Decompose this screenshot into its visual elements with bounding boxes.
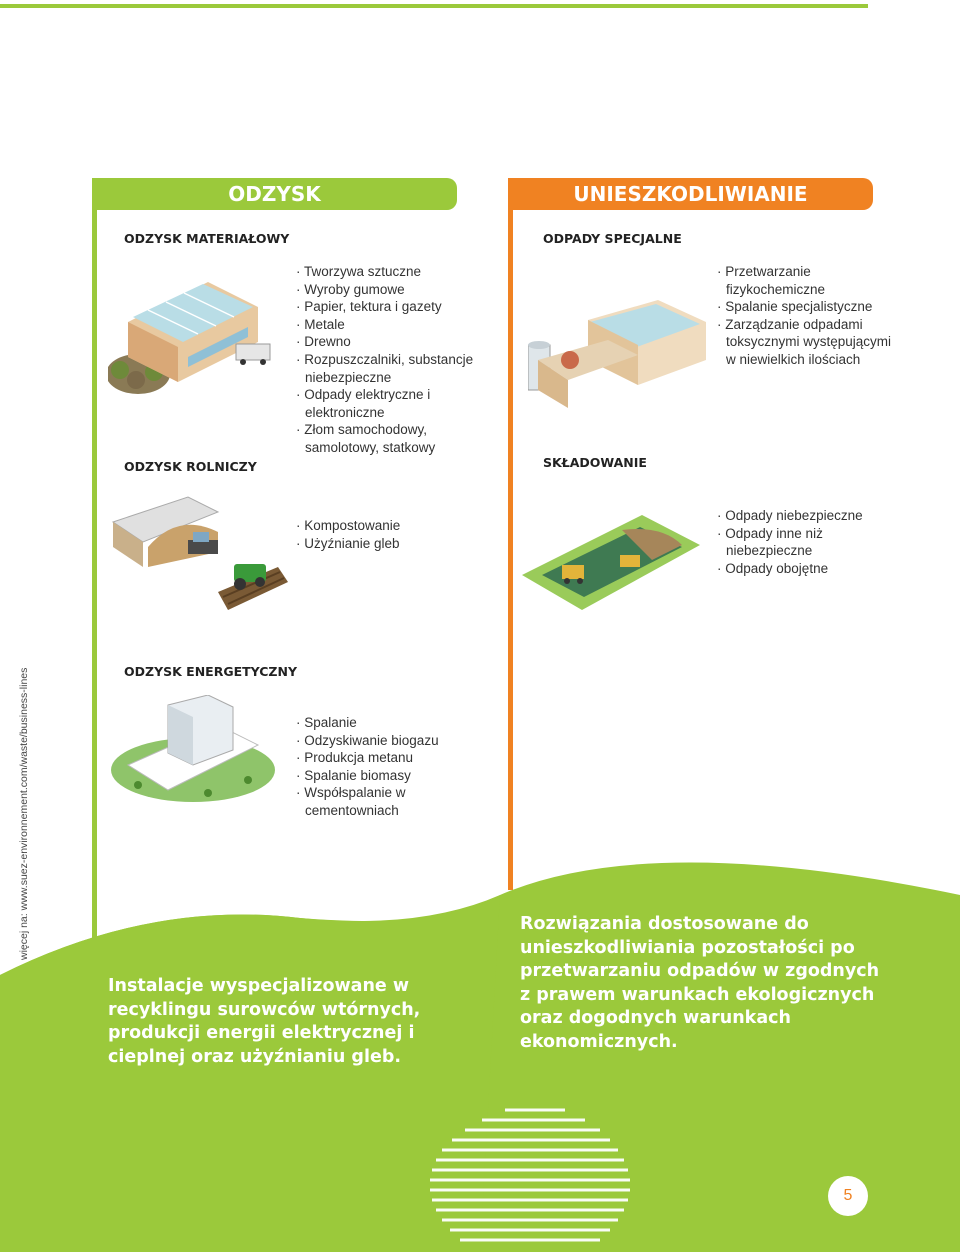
- list-item: Przetwarzanie fizykochemiczne: [717, 263, 897, 298]
- list-item: Zarządzanie odpadami toksycznymi występu…: [717, 316, 897, 369]
- unieszkodliwianie-header: UNIESZKODLIWIANIE: [508, 178, 873, 210]
- list-item: Użyźnianie gleb: [296, 535, 496, 553]
- list-item: Spalanie specjalistyczne: [717, 298, 897, 316]
- factory-illustration: [108, 282, 271, 394]
- material-recovery-title: ODZYSK MATERIAŁOWY: [124, 231, 290, 246]
- landfill-illustration: [522, 515, 700, 610]
- odzysk-column-line: [92, 200, 97, 960]
- top-divider: [0, 4, 868, 8]
- odzysk-header: ODZYSK: [92, 178, 457, 210]
- list-item: Spalanie biomasy: [296, 767, 496, 785]
- list-item: Metale: [296, 316, 496, 334]
- energy-recovery-title: ODZYSK ENERGETYCZNY: [124, 664, 298, 679]
- composting-illustration: [111, 496, 288, 610]
- energy-recovery-list: Spalanie Odzyskiwanie biogazu Produkcja …: [296, 714, 496, 820]
- list-item: Wyroby gumowe: [296, 281, 496, 299]
- list-item: Kompostowanie: [296, 517, 496, 535]
- recovery-claim: Instalacje wyspecjalizowane w recyklingu…: [108, 976, 421, 1067]
- list-item: Tworzywa sztuczne: [296, 263, 496, 281]
- chemical-plant-illustration: [528, 300, 706, 408]
- list-item: Rozpuszczalniki, substancje niebezpieczn…: [296, 351, 496, 386]
- list-item: Odpady niebezpieczne: [717, 507, 897, 525]
- disposal-claim: Rozwiązania dostosowane do unieszkodliwi…: [520, 914, 880, 1052]
- list-item: Spalanie: [296, 714, 496, 732]
- odzysk-header-label: ODZYSK: [228, 182, 321, 206]
- list-item: Drewno: [296, 333, 496, 351]
- list-item: Produkcja metanu: [296, 749, 496, 767]
- list-item: Odpady elektryczne i elektroniczne: [296, 386, 496, 421]
- special-waste-list: Przetwarzanie fizykochemiczne Spalanie s…: [717, 263, 897, 369]
- landfill-title: SKŁADOWANIE: [543, 455, 647, 470]
- power-plant-illustration: [111, 695, 275, 802]
- list-item: Odzyskiwanie biogazu: [296, 732, 496, 750]
- unieszkodliwianie-column-line: [508, 200, 513, 890]
- agricultural-recovery-title: ODZYSK ROLNICZY: [124, 459, 257, 474]
- list-item: Współspalanie w cementowniach: [296, 784, 496, 819]
- page-number: 5: [828, 1176, 868, 1216]
- list-item: Odpady inne niż niebezpieczne: [717, 525, 897, 560]
- list-item: Złom samochodowy, samolotowy, statkowy: [296, 421, 496, 456]
- agricultural-recovery-list: Kompostowanie Użyźnianie gleb: [296, 517, 496, 552]
- material-recovery-list: Tworzywa sztuczne Wyroby gumowe Papier, …: [296, 263, 496, 457]
- list-item: Odpady obojętne: [717, 560, 897, 578]
- list-item: Papier, tektura i gazety: [296, 298, 496, 316]
- special-waste-title: ODPADY SPECJALNE: [543, 231, 682, 246]
- unieszkodliwianie-header-label: UNIESZKODLIWIANIE: [573, 182, 808, 206]
- landfill-list: Odpady niebezpieczne Odpady inne niż nie…: [717, 507, 897, 577]
